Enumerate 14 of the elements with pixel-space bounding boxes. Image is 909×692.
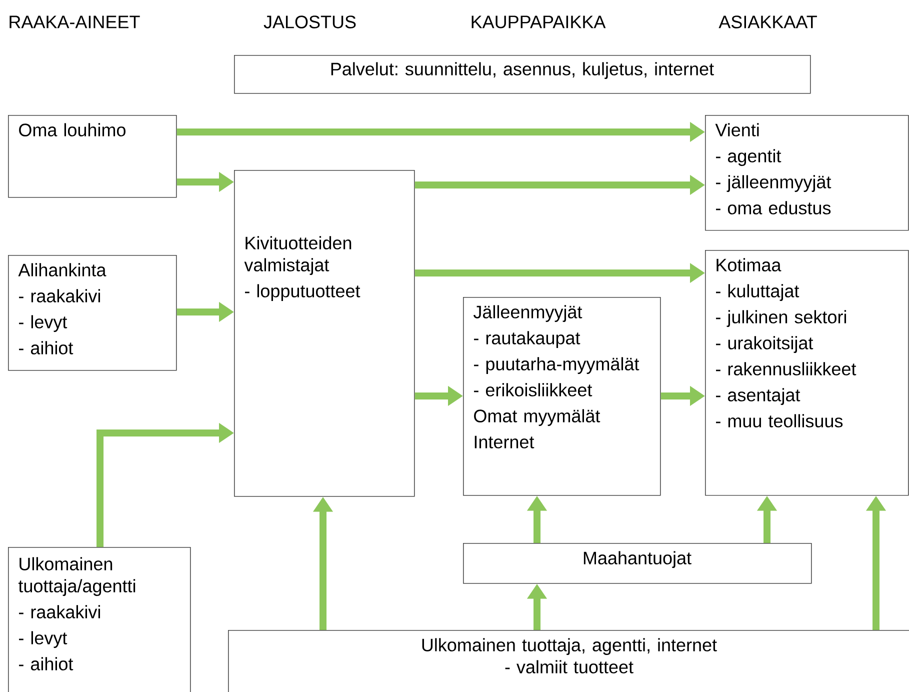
text-box: Palvelut: suunnittelu, asennus, kuljetus, internet	[234, 54, 811, 94]
column-heading: KAUPPAPAIKKA	[472, 16, 606, 28]
text-box: Ulkomainen tuottaja/agentti - raakakivi - levyt - aihiot	[8, 546, 191, 692]
text-box: Kotimaa - kuluttajat - julkinen sektori - urakoitsijat - rakennusliikkeet - asentajat - muu teollisuus	[705, 250, 909, 496]
column-heading: JALOSTUS	[264, 16, 356, 28]
text-box: Vienti - agentit - jälleenmyyjät - oma edustus	[705, 114, 909, 231]
text-box: Maahantuojat	[463, 542, 812, 584]
text-box: Ulkomainen tuottaja, agentti, internet - valmiit tuotteet	[228, 630, 909, 692]
text-box: Kivituotteiden valmistajat - lopputuotteet	[234, 170, 415, 497]
text-box: Oma louhimo	[8, 114, 177, 198]
text-box: Jälleenmyyjät - rautakaupat - puutarha-myymälät - erikoisliikkeet Omat myymälät Internet	[463, 296, 661, 496]
column-heading: RAAKA-AINEET	[10, 16, 140, 28]
text-box: Alihankinta - raakakivi - levyt - aihiot	[8, 254, 177, 371]
column-heading: ASIAKKAAT	[718, 16, 817, 28]
